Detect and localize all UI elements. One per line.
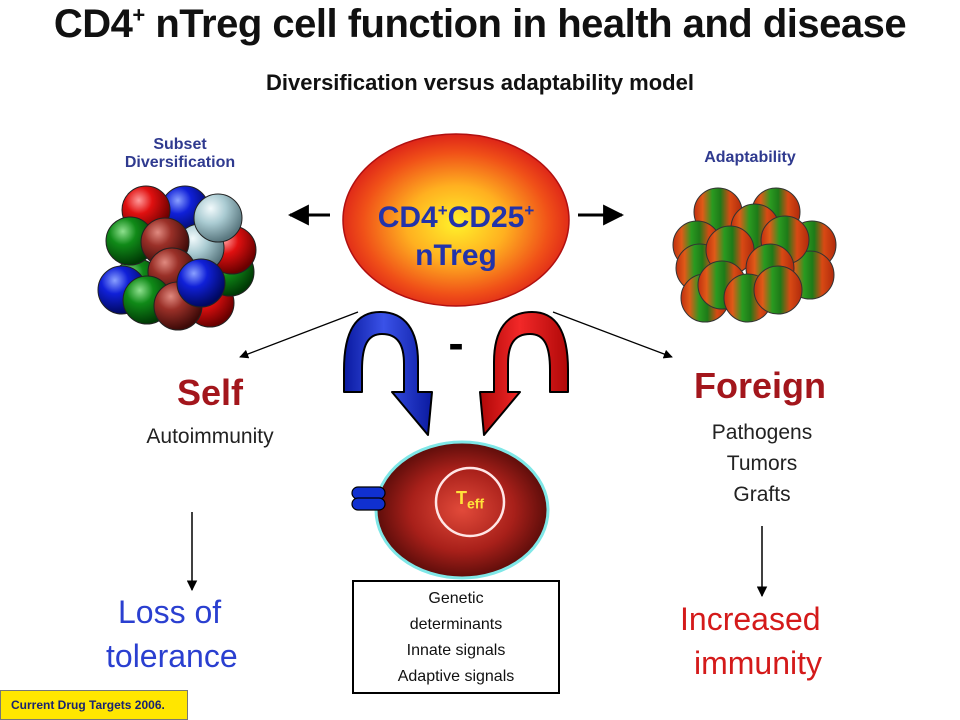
citation-badge: Current Drug Targets 2006. [0,690,188,720]
subset-diversification-label: Subset Diversification [100,136,260,172]
title-sup: + [132,2,145,28]
immunity-line2: immunity [694,645,823,681]
loss-of-tolerance: Loss of tolerance [100,590,300,678]
teff-t: T [455,488,467,508]
ntreg-label: CD4+CD25+ nTreg [343,192,569,275]
self-heading: Self [176,372,244,413]
loss-line2: tolerance [106,638,238,674]
factor-line-2: determinants [409,616,503,633]
factor-line-3: Innate signals [406,642,506,659]
increased-immunity: Increased immunity [680,597,900,685]
factor-line-4: Adaptive signals [397,668,515,685]
ntreg-sup2: + [524,201,535,220]
loss-line1: Loss of [118,594,222,630]
self-autoimmunity: Autoimmunity [146,425,274,448]
adaptability-label: Adaptability [704,149,796,166]
slide-subtitle: Diversification versus adaptability mode… [266,70,694,95]
ntreg-sup1: + [437,201,448,220]
teff-sub: eff [466,495,485,512]
teff-nucleus [434,466,506,538]
receptor-icon [351,486,386,511]
foreign-list: Pathogens Tumors Grafts [662,417,862,510]
foreign-heading: Foreign [694,365,826,406]
ntreg-line1: CD4+CD25+ [343,192,569,237]
blue-curved-arrow [343,311,433,436]
factors-box: Genetic determinants Innate signals Adap… [352,580,560,694]
inhibition-sign: - [448,317,464,369]
arrow-to-self [239,311,359,359]
ntreg-cd25: CD25 [447,201,525,234]
foreign-item-grafts: Grafts [733,483,791,506]
slide-title: CD4+ nTreg cell function in health and d… [0,2,960,47]
ntreg-cd4: CD4 [377,201,438,234]
adaptability-cluster [672,187,837,323]
arrow-to-foreign [552,311,673,359]
subset-label-line1: Subset [153,136,207,153]
ntreg-cell [342,133,570,307]
title-cd4: CD4 [53,2,133,46]
foreign-item-tumors: Tumors [726,452,798,475]
teff-label: Teff [440,488,500,512]
subset-label-line2: Diversification [124,154,236,171]
title-rest: nTreg cell function in health and diseas… [144,2,907,46]
red-curved-arrow [479,311,569,436]
subset-diversification-cluster [97,185,257,331]
foreign-item-pathogens: Pathogens [711,421,813,444]
ntreg-line2: nTreg [415,239,497,272]
immunity-line1: Increased [680,601,821,637]
factor-line-1: Genetic [428,590,484,607]
